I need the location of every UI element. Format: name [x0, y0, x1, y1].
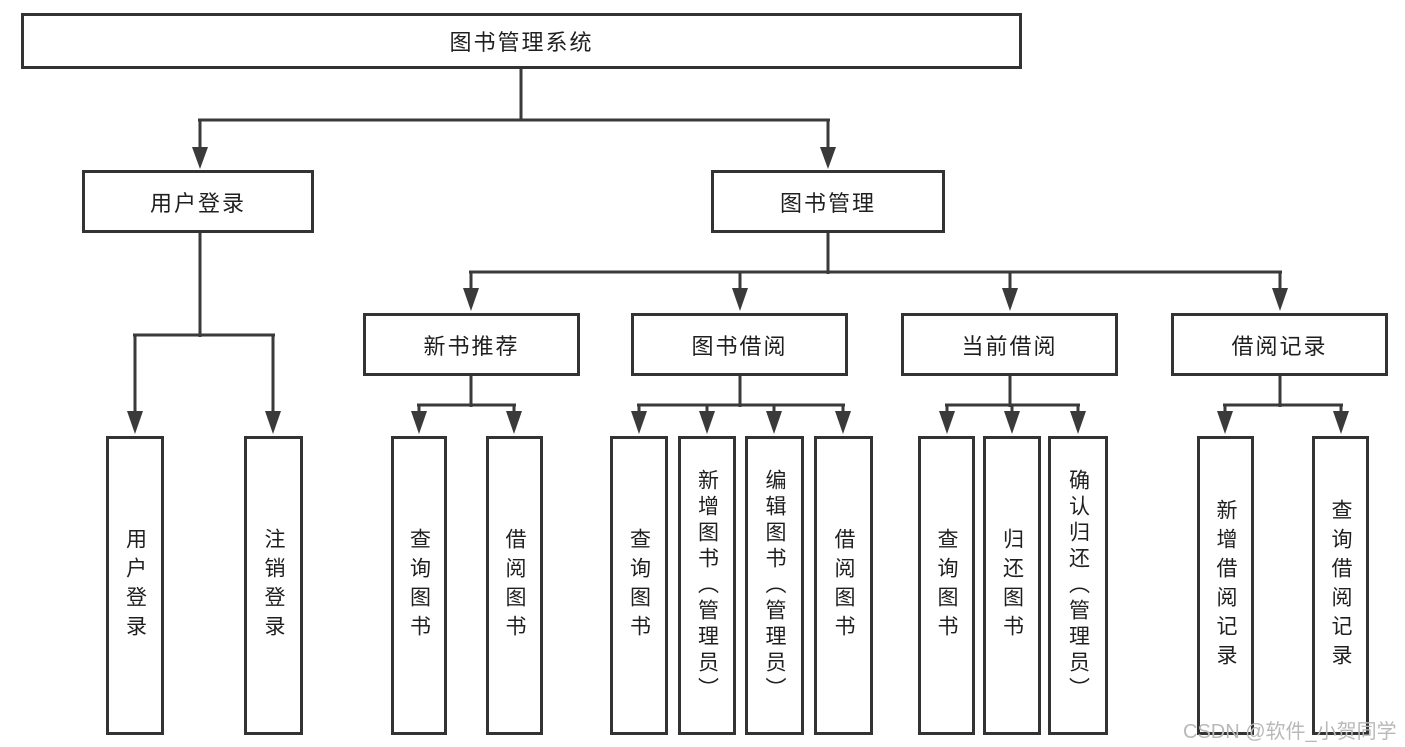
node-book-management: 图书管理 [711, 170, 945, 233]
node-current-borrowing: 当前借阅 [901, 313, 1118, 376]
leaf-query-books-recommend: 查询图书 [391, 436, 447, 735]
leaf-add-book-admin: 新增图书（管理员） [678, 436, 736, 735]
leaf-borrow-books-recommend: 借阅图书 [486, 436, 543, 735]
leaf-return-books: 归还图书 [983, 436, 1041, 735]
leaf-query-borrow-record: 查询借阅记录 [1312, 436, 1369, 735]
leaf-logout: 注销登录 [244, 436, 303, 735]
leaf-add-borrow-record: 新增借阅记录 [1197, 436, 1254, 735]
leaf-query-books-current: 查询图书 [918, 436, 975, 735]
watermark-csdn: CSDN @软件_小贺同学 [1183, 721, 1397, 743]
node-book-borrowing: 图书借阅 [631, 313, 848, 376]
leaf-borrow-books: 借阅图书 [814, 436, 873, 735]
leaf-edit-book-admin: 编辑图书（管理员） [745, 436, 804, 735]
node-library-system: 图书管理系统 [21, 13, 1022, 69]
node-user-login: 用户登录 [82, 170, 314, 233]
leaf-query-books-borrowing: 查询图书 [610, 436, 668, 735]
node-new-book-recommendation: 新书推荐 [363, 313, 580, 376]
leaf-user-login: 用户登录 [106, 436, 164, 735]
node-borrowing-records: 借阅记录 [1171, 313, 1388, 376]
leaf-confirm-return-admin: 确认归还（管理员） [1048, 436, 1108, 735]
